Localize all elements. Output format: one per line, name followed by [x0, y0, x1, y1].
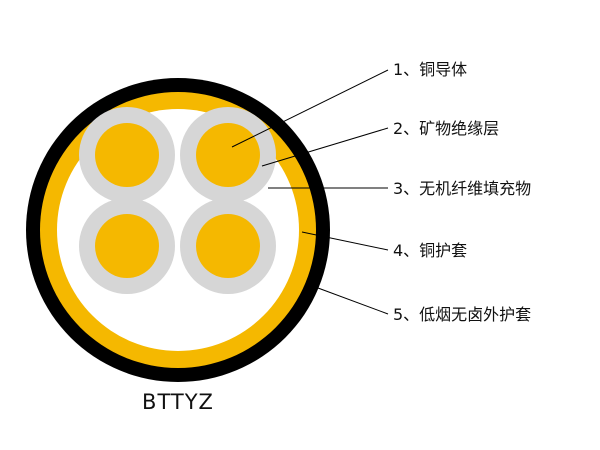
callout-insulation: 2、矿物绝缘层	[393, 119, 499, 138]
leader-lines	[231, 69, 389, 315]
copper-conductor	[196, 123, 260, 187]
leader-line-conductor	[231, 69, 389, 148]
core-bottom-right	[180, 198, 276, 294]
leader-line-copper-sheath	[301, 231, 389, 251]
callout-filler: 3、无机纤维填充物	[393, 179, 531, 198]
copper-conductor	[95, 123, 159, 187]
leader-line-outer-sheath	[317, 287, 389, 315]
core-top-right	[180, 107, 276, 203]
core-top-left	[79, 107, 175, 203]
callout-labels: 1、铜导体 2、矿物绝缘层 3、无机纤维填充物 4、铜护套 5、低烟无卤外护套	[393, 60, 531, 324]
callout-conductor: 1、铜导体	[393, 60, 467, 79]
cable-cross-section	[26, 78, 330, 382]
leader-line-insulation	[261, 127, 389, 167]
core-bottom-left	[79, 198, 175, 294]
callout-outer-sheath: 5、低烟无卤外护套	[393, 305, 531, 324]
copper-conductor	[95, 214, 159, 278]
callout-copper-sheath: 4、铜护套	[393, 241, 467, 260]
model-label: BTTYZ	[142, 390, 214, 414]
copper-conductor	[196, 214, 260, 278]
